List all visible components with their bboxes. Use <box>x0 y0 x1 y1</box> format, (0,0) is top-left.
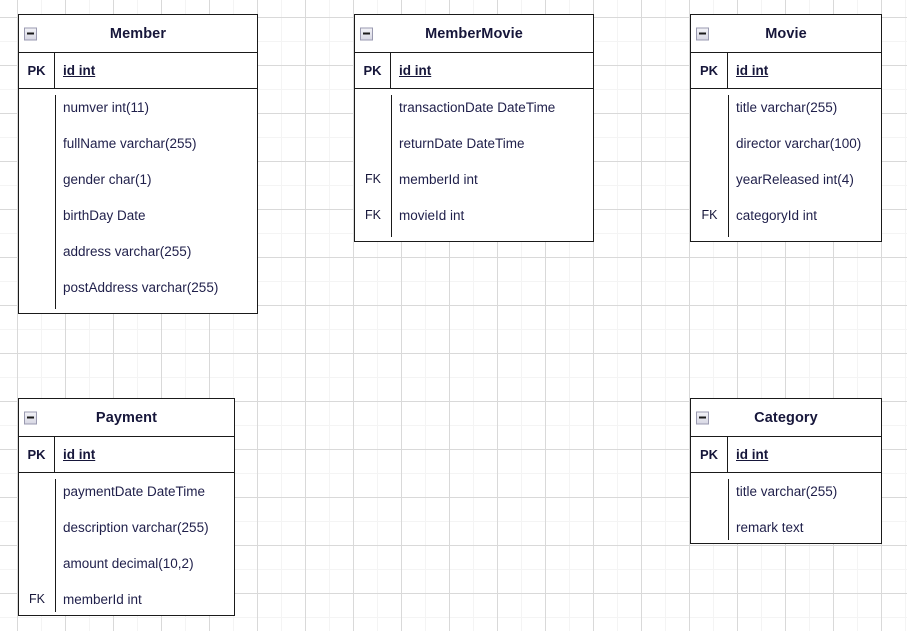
column-divider-member <box>55 95 56 309</box>
minus-glyph <box>699 416 706 419</box>
field-name: transactionDate DateTime <box>399 99 556 115</box>
minus-glyph <box>27 32 34 35</box>
key-badge-fk: FK <box>365 172 381 186</box>
key-badge-pk-membermovie: PK <box>355 53 391 88</box>
field-row[interactable]: fullName varchar(255) <box>19 125 257 161</box>
field-name: memberId int <box>399 171 478 187</box>
entity-title-movie: Movie <box>765 25 807 42</box>
field-name: postAddress varchar(255) <box>63 279 219 295</box>
key-badge-fk: FK <box>365 208 381 222</box>
field-row[interactable]: director varchar(100) <box>691 125 881 161</box>
entity-title-category: Category <box>754 409 818 426</box>
field-row[interactable]: numver int(11) <box>19 89 257 125</box>
collapse-minus-icon[interactable] <box>696 27 709 40</box>
field-row[interactable]: paymentDate DateTime <box>19 473 234 509</box>
minus-glyph <box>699 32 706 35</box>
field-name-pk-category: id int <box>736 447 769 462</box>
field-row[interactable]: address varchar(255) <box>19 233 257 269</box>
collapse-minus-icon[interactable] <box>360 27 373 40</box>
field-name: memberId int <box>63 591 142 607</box>
collapse-minus-icon[interactable] <box>696 411 709 424</box>
field-row[interactable]: FK memberId int <box>19 581 234 617</box>
field-name-pk-payment: id int <box>63 447 96 462</box>
field-name: title varchar(255) <box>736 483 838 499</box>
field-row[interactable]: amount decimal(10,2) <box>19 545 234 581</box>
field-name: address varchar(255) <box>63 243 192 259</box>
field-row[interactable]: yearReleased int(4) <box>691 161 881 197</box>
key-badge-pk-movie: PK <box>691 53 728 88</box>
entity-header-member[interactable]: Member <box>19 15 257 53</box>
field-row[interactable]: gender char(1) <box>19 161 257 197</box>
field-row[interactable]: description varchar(255) <box>19 509 234 545</box>
field-name-pk-movie: id int <box>736 63 769 78</box>
field-name: gender char(1) <box>63 171 152 187</box>
field-name: numver int(11) <box>63 99 150 115</box>
column-divider-payment <box>55 479 56 612</box>
key-badge-pk-category: PK <box>691 437 728 472</box>
column-divider-category <box>728 479 729 540</box>
field-name: director varchar(100) <box>736 135 862 151</box>
field-name-pk-membermovie: id int <box>399 63 432 78</box>
field-name: movieId int <box>399 207 465 223</box>
field-row[interactable]: remark text <box>691 509 881 545</box>
field-row[interactable]: FK categoryId int <box>691 197 881 233</box>
field-row[interactable]: postAddress varchar(255) <box>19 269 257 305</box>
field-name: amount decimal(10,2) <box>63 555 194 571</box>
entity-header-payment[interactable]: Payment <box>19 399 234 437</box>
collapse-minus-icon[interactable] <box>24 27 37 40</box>
field-name: categoryId int <box>736 207 818 223</box>
entity-title-member: Member <box>109 25 167 42</box>
key-badge-pk-payment: PK <box>19 437 55 472</box>
minus-glyph <box>27 416 34 419</box>
key-badge-fk: FK <box>29 592 45 606</box>
entity-fields-payment: paymentDate DateTime description varchar(… <box>19 473 234 614</box>
primary-key-row-payment[interactable]: PK id int <box>19 437 234 473</box>
field-name: fullName varchar(255) <box>63 135 197 151</box>
entity-fields-membermovie: transactionDate DateTime returnDate DateT… <box>355 89 593 240</box>
entity-fields-movie: title varchar(255) director varchar(100) y… <box>691 89 881 240</box>
field-row[interactable]: transactionDate DateTime <box>355 89 593 125</box>
field-name-pk-member: id int <box>63 63 96 78</box>
field-name: paymentDate DateTime <box>63 483 206 499</box>
field-name: yearReleased int(4) <box>736 171 854 187</box>
field-row[interactable]: title varchar(255) <box>691 473 881 509</box>
column-divider-membermovie <box>391 95 392 237</box>
entity-fields-member: numver int(11) fullName varchar(255) gende… <box>19 89 257 312</box>
field-row[interactable]: birthDay Date <box>19 197 257 233</box>
field-row[interactable]: FK movieId int <box>355 197 593 233</box>
entity-title-membermovie: MemberMovie <box>425 25 523 42</box>
collapse-minus-icon[interactable] <box>24 411 37 424</box>
field-name: title varchar(255) <box>736 99 838 115</box>
entity-title-payment: Payment <box>95 409 158 426</box>
entity-header-category[interactable]: Category <box>691 399 881 437</box>
key-badge-fk: FK <box>701 208 718 222</box>
primary-key-row-member[interactable]: PK id int <box>19 53 257 89</box>
entity-header-membermovie[interactable]: MemberMovie <box>355 15 593 53</box>
field-row[interactable]: returnDate DateTime <box>355 125 593 161</box>
minus-glyph <box>363 32 370 35</box>
field-name: description varchar(255) <box>63 519 209 535</box>
primary-key-row-category[interactable]: PK id int <box>691 437 881 473</box>
primary-key-row-membermovie[interactable]: PK id int <box>355 53 593 89</box>
primary-key-row-movie[interactable]: PK id int <box>691 53 881 89</box>
key-badge-pk-member: PK <box>19 53 55 88</box>
field-name: returnDate DateTime <box>399 135 525 151</box>
column-divider-movie <box>728 95 729 237</box>
field-row[interactable]: FK memberId int <box>355 161 593 197</box>
field-name: remark text <box>736 519 804 535</box>
field-name: birthDay Date <box>63 207 146 223</box>
entity-header-movie[interactable]: Movie <box>691 15 881 53</box>
field-row[interactable]: title varchar(255) <box>691 89 881 125</box>
entity-fields-category: title varchar(255) remark text <box>691 473 881 542</box>
